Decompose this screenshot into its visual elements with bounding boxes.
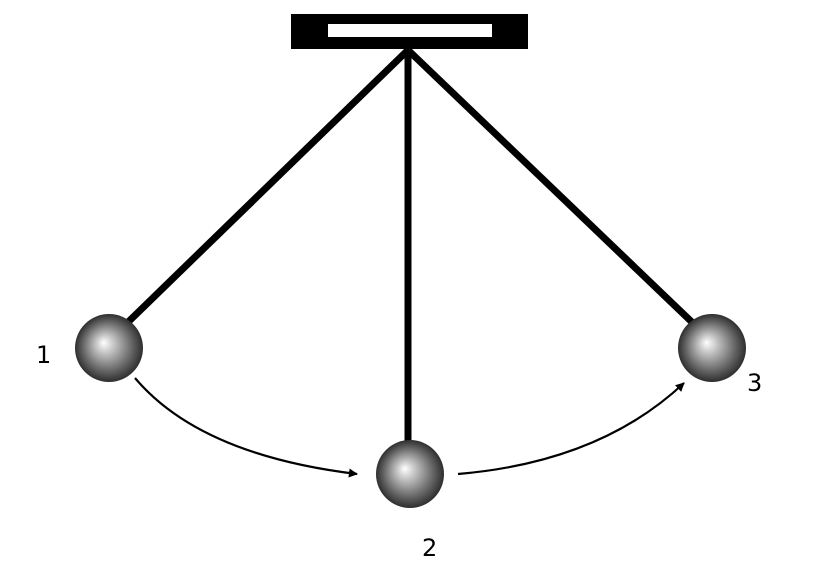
motion-arrow-2-to-3 bbox=[457, 382, 685, 476]
position-label-3: 3 bbox=[747, 369, 762, 397]
pendulum-ball-2 bbox=[376, 440, 444, 508]
string-position-3 bbox=[404, 46, 700, 330]
string-position-1 bbox=[120, 46, 412, 330]
strings bbox=[120, 46, 700, 446]
pendulum-ball-1 bbox=[75, 314, 143, 382]
support-slot bbox=[328, 24, 492, 37]
motion-arrow-1-to-2 bbox=[134, 377, 358, 478]
position-label-2: 2 bbox=[422, 534, 437, 562]
pendulum-ball-3 bbox=[678, 314, 746, 382]
position-label-1: 1 bbox=[36, 341, 51, 369]
support-bracket bbox=[291, 14, 528, 49]
